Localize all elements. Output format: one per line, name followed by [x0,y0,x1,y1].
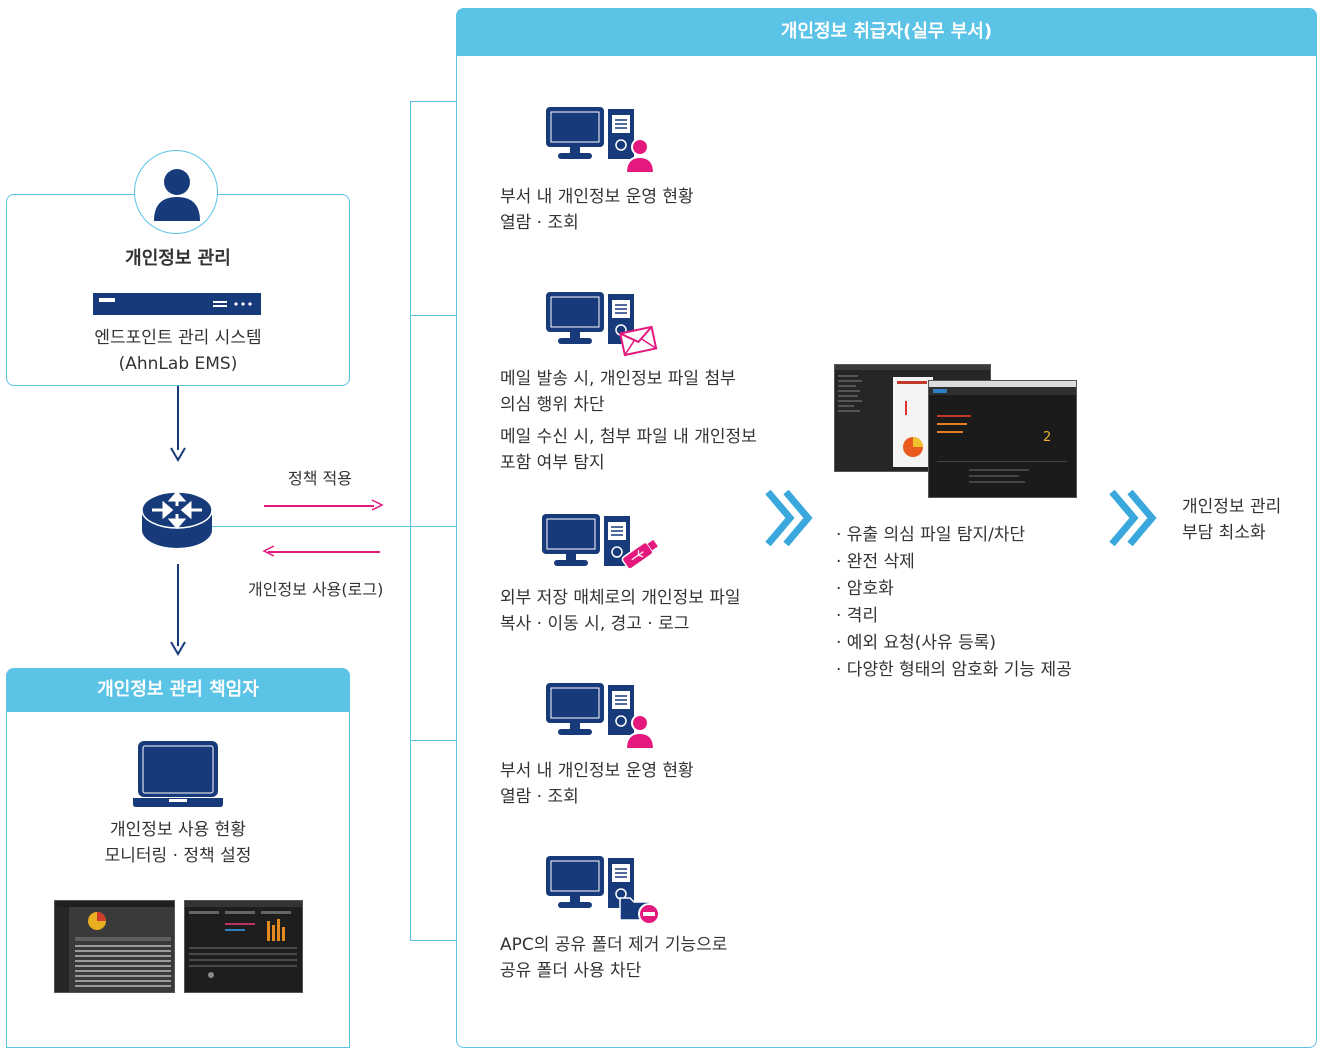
user-avatar-icon [134,150,218,234]
item-4-line-1: 부서 내 개인정보 운영 현황 [500,761,694,781]
feature-1: · 유출 의심 파일 탐지/차단 [836,525,1026,545]
item-2-line-4: 포함 여부 탐지 [500,453,605,473]
feature-2: · 완전 삭제 [836,552,915,572]
feature-4: · 격리 [836,606,879,626]
double-chevron-right-icon [1109,489,1157,547]
arrow-left-icon [262,545,275,557]
officer-title: 개인정보 관리 책임자 [6,668,350,712]
log-label: 개인정보 사용(로그) [248,580,384,599]
bracket-tick-2 [410,315,456,316]
item-2-line-2: 의심 행위 차단 [500,395,605,415]
item-3-line-2: 복사 · 이동 시, 경고 · 로그 [500,614,690,634]
item-1-line-2: 열람 · 조회 [500,213,579,233]
item-2-line-1: 메일 발송 시, 개인정보 파일 첨부 [500,369,736,389]
item-1-line-1: 부서 내 개인정보 운영 현황 [500,187,694,207]
officer-desc-1: 개인정보 사용 현황 [110,820,246,840]
pc-user-icon [546,107,656,174]
arrow-down-icon [170,447,186,462]
manager-title: 개인정보 관리 [125,248,231,269]
policy-arrow-line [264,505,374,507]
arrow-right-icon [371,499,384,511]
flow-line-down-1 [177,386,179,450]
flow-line-down-2 [177,564,179,646]
handler-title: 개인정보 취급자(실무 부서) [456,8,1317,56]
arrow-down-icon [170,641,186,656]
screen-number: 2 [1043,430,1051,445]
server-icon [93,293,261,315]
log-arrow-line [268,551,380,553]
item-3-line-1: 외부 저장 매체로의 개인정보 파일 [500,588,741,608]
item-4-line-2: 열람 · 조회 [500,787,579,807]
item-5-line-2: 공유 폴더 사용 차단 [500,961,642,981]
system-product: (AhnLab EMS) [118,354,238,374]
policy-label: 정책 적용 [288,469,352,488]
bracket-tick-3 [410,740,456,741]
officer-desc-2: 모니터링 · 정책 설정 [104,846,252,866]
pc-folder-block-icon [546,856,662,926]
result-line-1: 개인정보 관리 [1182,497,1282,517]
feature-5: · 예외 요청(사유 등록) [836,633,996,653]
bracket-tick-1 [410,101,456,102]
console-screenshot-1 [54,900,175,993]
router-icon [140,490,214,552]
console-screenshot-2 [184,900,303,993]
system-name: 엔드포인트 관리 시스템 [94,328,262,348]
double-chevron-right-icon [765,489,813,547]
item-5-line-1: APC의 공유 폴더 제거 기능으로 [500,935,728,955]
bracket-tick-4 [410,940,456,941]
bracket-vertical [410,101,411,941]
feature-6: · 다양한 형태의 암호화 기능 제공 [836,660,1072,680]
router-link-line [212,526,456,527]
pc-user-icon [546,683,656,750]
laptop-icon [133,740,225,808]
result-line-2: 부담 최소화 [1182,523,1266,543]
pc-usb-icon [542,514,662,580]
feature-3: · 암호화 [836,579,894,599]
app-screenshot-front: 2 [928,380,1077,498]
pc-mail-icon [546,292,658,358]
item-2-line-3: 메일 수신 시, 첨부 파일 내 개인정보 [500,427,757,447]
